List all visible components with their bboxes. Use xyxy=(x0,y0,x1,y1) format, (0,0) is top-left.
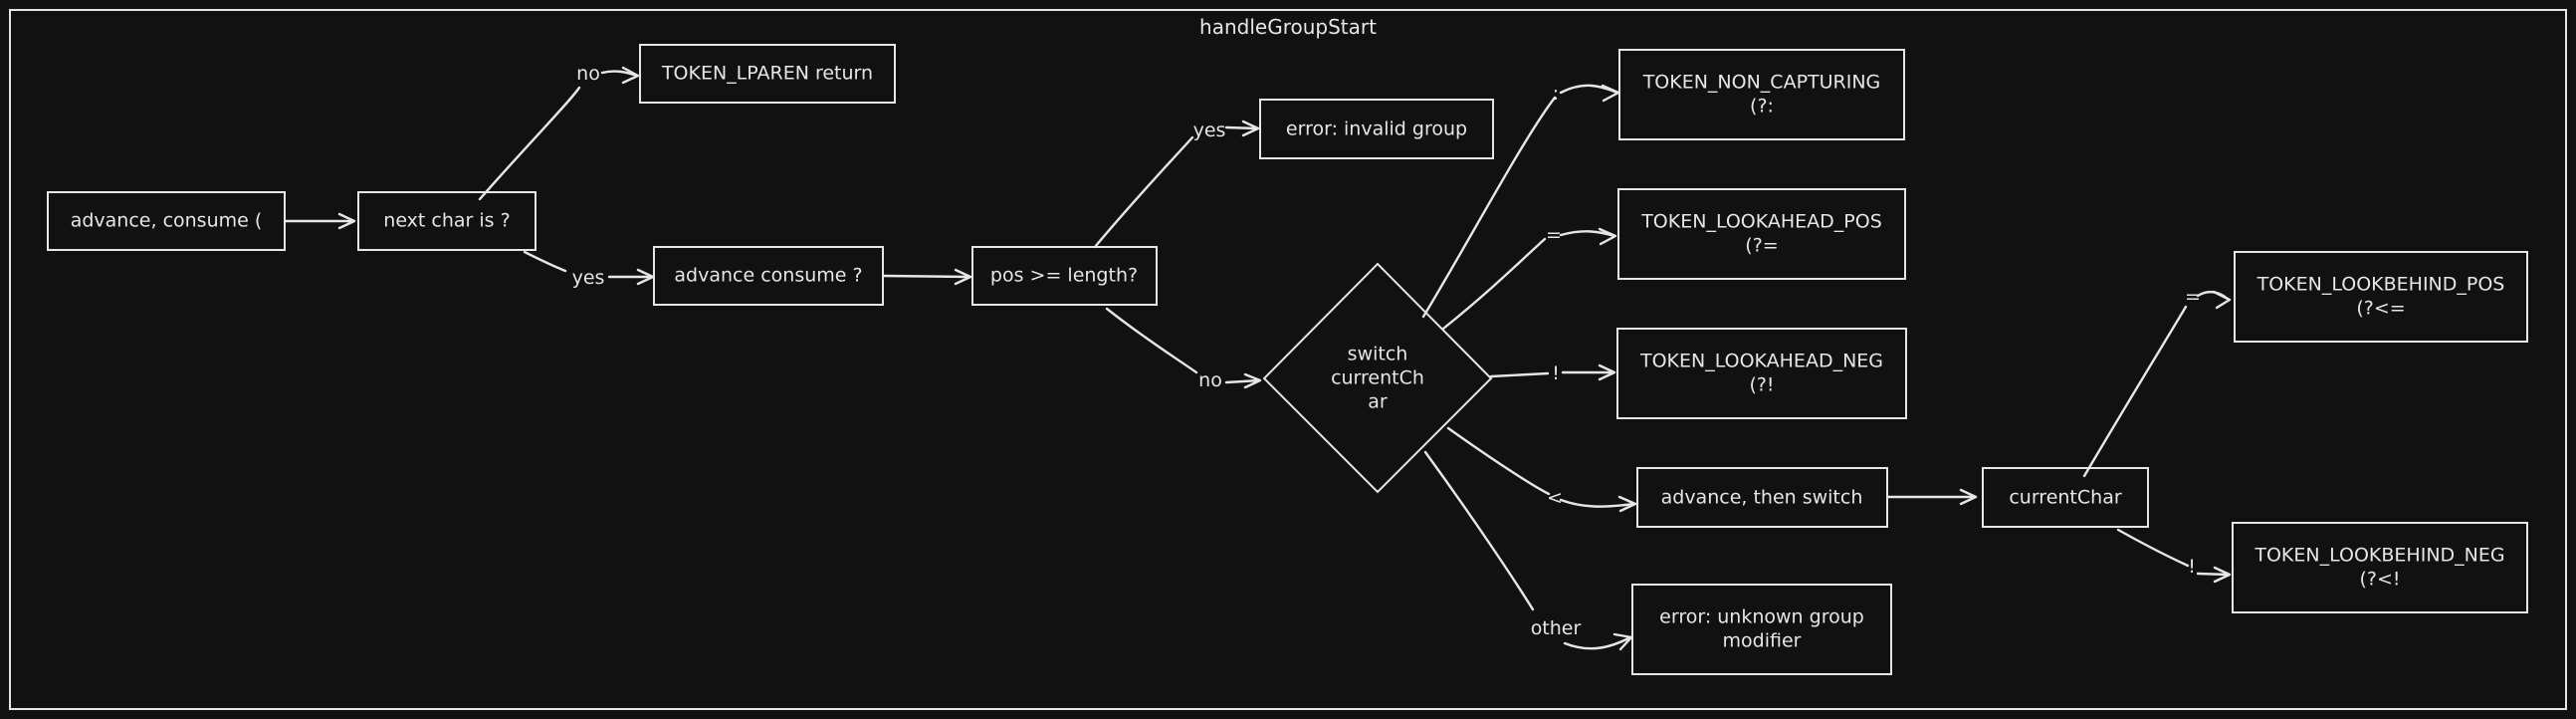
node-label-line: error: invalid group xyxy=(1286,119,1467,140)
group-frame xyxy=(9,9,2567,710)
svg-text:currentChar: currentChar xyxy=(2009,487,2121,509)
edge-current-char-to-lookbehind-neg xyxy=(2116,528,2190,568)
node-token-non-capturing: TOKEN_NON_CAPTURING(?: xyxy=(1618,49,1905,140)
svg-text:advance consume ?: advance consume ? xyxy=(674,265,862,287)
node-label-line: TOKEN_NON_CAPTURING xyxy=(1642,72,1881,94)
node-error-invalid-group: error: invalid group xyxy=(1259,99,1494,159)
edge-label-no: no xyxy=(576,63,600,85)
arrow-head xyxy=(621,66,640,85)
node-label-line: TOKEN_LOOKBEHIND_NEG xyxy=(2254,545,2504,567)
node-token-lookbehind-pos: TOKEN_LOOKBEHIND_POS(?<= xyxy=(2234,251,2528,343)
edge-label-no: no xyxy=(1198,369,1222,391)
node-label-line: advance, consume ( xyxy=(71,210,263,232)
edge-check-to-lparen xyxy=(478,86,581,201)
edge-current-char-to-lookbehind-neg-tail xyxy=(2196,572,2231,577)
edge-label-bang: ! xyxy=(1552,362,1560,384)
edge-label-yes: yes xyxy=(1193,120,1226,141)
node-label-line: (?: xyxy=(1750,96,1774,118)
arrow-head xyxy=(1241,120,1260,137)
svg-text:error: invalid group: error: invalid group xyxy=(1286,119,1467,140)
node-next-char-is: next char is ? xyxy=(357,191,537,251)
edge-label-yes: yes xyxy=(572,267,605,289)
node-current-char: currentChar xyxy=(1982,467,2149,528)
arrow-head xyxy=(1617,495,1637,513)
nodes: advance, consume ( next char is ? TOKEN_… xyxy=(47,44,2528,675)
node-label-line: TOKEN_LOOKAHEAD_NEG xyxy=(1639,351,1883,372)
edge-switch-to-noncapturing xyxy=(1421,96,1557,319)
node-token-lookbehind-neg: TOKEN_LOOKBEHIND_NEG(?<! xyxy=(2232,522,2528,613)
edge-current-char-to-lookbehind-pos xyxy=(2082,305,2188,478)
edge-switch-to-lookahead-neg xyxy=(1489,371,1550,378)
arrow-head xyxy=(2213,566,2232,584)
edge-switch-to-advance-switch-tail xyxy=(1559,498,1636,508)
arrow-head xyxy=(1601,84,1620,103)
frame-title: handleGroupStart xyxy=(1199,15,1377,39)
svg-text:TOKEN_LPAREN return: TOKEN_LPAREN return xyxy=(661,63,873,85)
node-label-line: switch xyxy=(1348,344,1408,365)
edge-label-other: other xyxy=(1531,617,1582,639)
node-label-line: currentCh xyxy=(1331,367,1424,389)
node-advance-consume-q: advance consume ? xyxy=(653,246,884,306)
node-label-line: advance, then switch xyxy=(1661,487,1863,509)
svg-text:advance, then switch: advance, then switch xyxy=(1661,487,1863,509)
edges xyxy=(284,66,2232,651)
edge-switch-to-unknown xyxy=(1423,450,1535,611)
edge-check-to-advance xyxy=(523,250,567,273)
edge-pos-to-switch xyxy=(1105,307,1198,374)
svg-text:TOKEN_LOOKBEHIND_NEG(?<!: TOKEN_LOOKBEHIND_NEG(?<! xyxy=(2254,545,2504,591)
edge-switch-to-unknown-tail xyxy=(1563,635,1632,650)
node-label-line: ar xyxy=(1368,391,1388,413)
node-label-line: pos >= length? xyxy=(990,265,1138,287)
svg-text:TOKEN_NON_CAPTURING(?:: TOKEN_NON_CAPTURING(?: xyxy=(1642,72,1881,118)
arrow-head xyxy=(337,212,356,230)
svg-text:advance, consume (: advance, consume ( xyxy=(71,210,263,232)
node-label-line: (?<= xyxy=(2356,298,2405,320)
node-token-lookahead-neg: TOKEN_LOOKAHEAD_NEG(?! xyxy=(1616,328,1907,419)
node-pos-ge-length: pos >= length? xyxy=(971,246,1158,306)
svg-text:TOKEN_LOOKBEHIND_POS(?<=: TOKEN_LOOKBEHIND_POS(?<= xyxy=(2256,274,2505,320)
arrow-head xyxy=(1598,363,1616,381)
node-token-lookahead-pos: TOKEN_LOOKAHEAD_POS(?= xyxy=(1617,188,1906,280)
edge-label-bang: ! xyxy=(2188,556,2196,578)
edge-switch-to-advance-switch xyxy=(1446,426,1551,496)
node-label-line: (?= xyxy=(1745,235,1778,257)
svg-text:next char is ?: next char is ? xyxy=(383,210,510,232)
edge-label-colon: : xyxy=(1553,83,1559,105)
arrow-head xyxy=(1598,227,1617,246)
node-token-lparen-return: TOKEN_LPAREN return xyxy=(639,44,896,104)
node-label-line: error: unknown group xyxy=(1659,606,1864,628)
arrow-head xyxy=(2212,290,2232,310)
node-label-line: modifier xyxy=(1723,630,1802,652)
arrow-head xyxy=(1959,488,1978,506)
arrow-head xyxy=(954,268,972,286)
svg-text:TOKEN_LOOKAHEAD_NEG(?!: TOKEN_LOOKAHEAD_NEG(?! xyxy=(1639,351,1883,396)
edge-switch-to-lookahead-pos xyxy=(1441,237,1547,331)
edge-label-lt: < xyxy=(1547,487,1563,509)
node-label-line: TOKEN_LPAREN return xyxy=(661,63,873,85)
edge-pos-to-error xyxy=(1093,135,1194,249)
node-label-line: currentChar xyxy=(2009,487,2121,509)
node-label-line: next char is ? xyxy=(383,210,510,232)
edge-advance-to-pos xyxy=(882,274,971,279)
edge-label-equals: = xyxy=(1546,224,1562,246)
node-label-line: (?! xyxy=(1749,374,1774,396)
edge-label-equals: = xyxy=(2185,286,2201,308)
node-advance-consume-paren: advance, consume ( xyxy=(47,191,286,251)
edge-labels: no yes yes no : = ! < other = ! xyxy=(572,63,2201,639)
svg-text:pos >= length?: pos >= length? xyxy=(990,265,1138,287)
edge-pos-to-error-tail xyxy=(1224,125,1259,130)
node-label-line: (?<! xyxy=(2359,569,2400,591)
node-label-line: advance consume ? xyxy=(674,265,862,287)
edge-pos-to-switch-tail xyxy=(1224,378,1261,384)
node-advance-then-switch: advance, then switch xyxy=(1636,467,1888,528)
svg-text:TOKEN_LOOKAHEAD_POS(?=: TOKEN_LOOKAHEAD_POS(?= xyxy=(1640,211,1882,257)
arrow-head xyxy=(1243,372,1262,389)
node-label-line: TOKEN_LOOKAHEAD_POS xyxy=(1640,211,1882,233)
node-label-line: TOKEN_LOOKBEHIND_POS xyxy=(2256,274,2505,296)
